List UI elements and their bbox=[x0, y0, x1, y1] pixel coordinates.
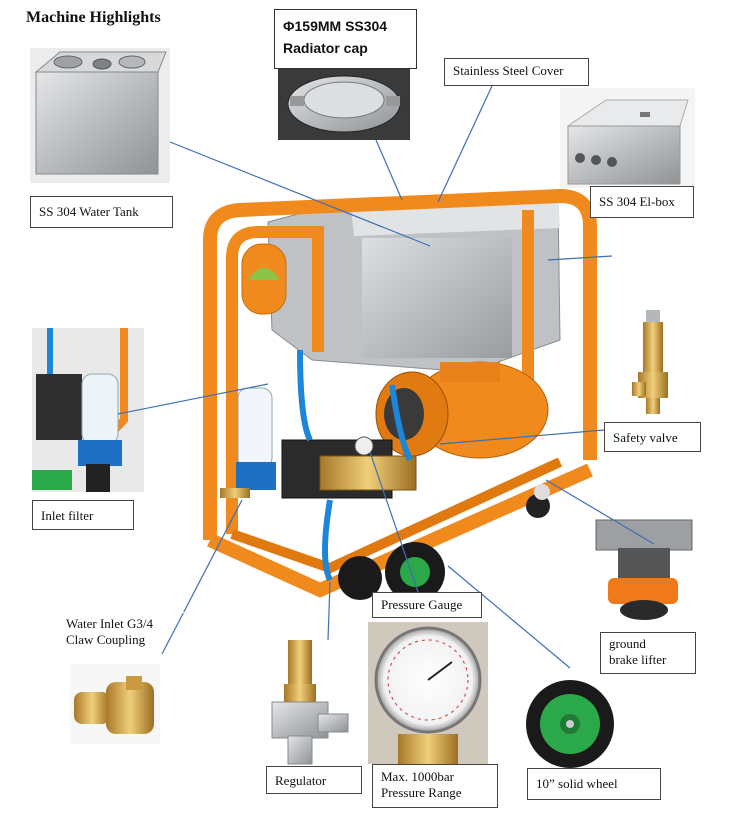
callout-pressure-gauge: Pressure Gauge bbox=[372, 592, 482, 618]
water-inlet-line1: Water Inlet G3/4 bbox=[66, 616, 154, 631]
radiator-cap-size: Φ159MM SS304 bbox=[283, 18, 388, 34]
el-box-photo bbox=[560, 88, 695, 188]
callout-inlet-filter: Inlet filter bbox=[32, 500, 134, 530]
callout-solid-wheel: 10” solid wheel bbox=[527, 768, 661, 800]
callout-water-inlet: Water Inlet G3/4 Claw Coupling bbox=[57, 612, 192, 656]
brake-lifter-line2: brake lifter bbox=[609, 652, 667, 667]
brake-lifter-line1: ground bbox=[609, 636, 646, 651]
callout-radiator-cap: Φ159MM SS304 Radiator cap bbox=[274, 9, 417, 69]
pressure-range-line2: Pressure Range bbox=[381, 785, 462, 800]
callout-pressure-range: Max. 1000bar Pressure Range bbox=[372, 764, 498, 808]
radiator-cap-name: Radiator cap bbox=[283, 40, 368, 56]
water-inlet-line2: Claw Coupling bbox=[66, 632, 146, 647]
pointer-lines bbox=[117, 85, 655, 669]
callout-regulator: Regulator bbox=[266, 766, 362, 794]
claw-coupling-photo bbox=[70, 664, 160, 744]
radiator-cap-photo bbox=[278, 68, 410, 140]
pressure-gauge-photo bbox=[368, 622, 488, 764]
solid-wheel-photo bbox=[526, 680, 614, 768]
callout-stainless-cover: Stainless Steel Cover bbox=[444, 58, 589, 86]
machine-body bbox=[203, 189, 597, 602]
safety-valve-photo bbox=[632, 310, 668, 414]
callout-brake-lifter: ground brake lifter bbox=[600, 632, 696, 674]
brake-lifter-photo bbox=[595, 519, 693, 620]
callout-water-tank: SS 304 Water Tank bbox=[30, 196, 173, 228]
inlet-filter-photo bbox=[32, 328, 144, 492]
page-title: Machine Highlights bbox=[26, 9, 161, 26]
callout-el-box: SS 304 El-box bbox=[590, 186, 694, 218]
callout-safety-valve: Safety valve bbox=[604, 422, 701, 452]
water-tank-photo bbox=[30, 48, 170, 183]
pressure-range-line1: Max. 1000bar bbox=[381, 769, 454, 784]
regulator-photo bbox=[271, 640, 349, 765]
